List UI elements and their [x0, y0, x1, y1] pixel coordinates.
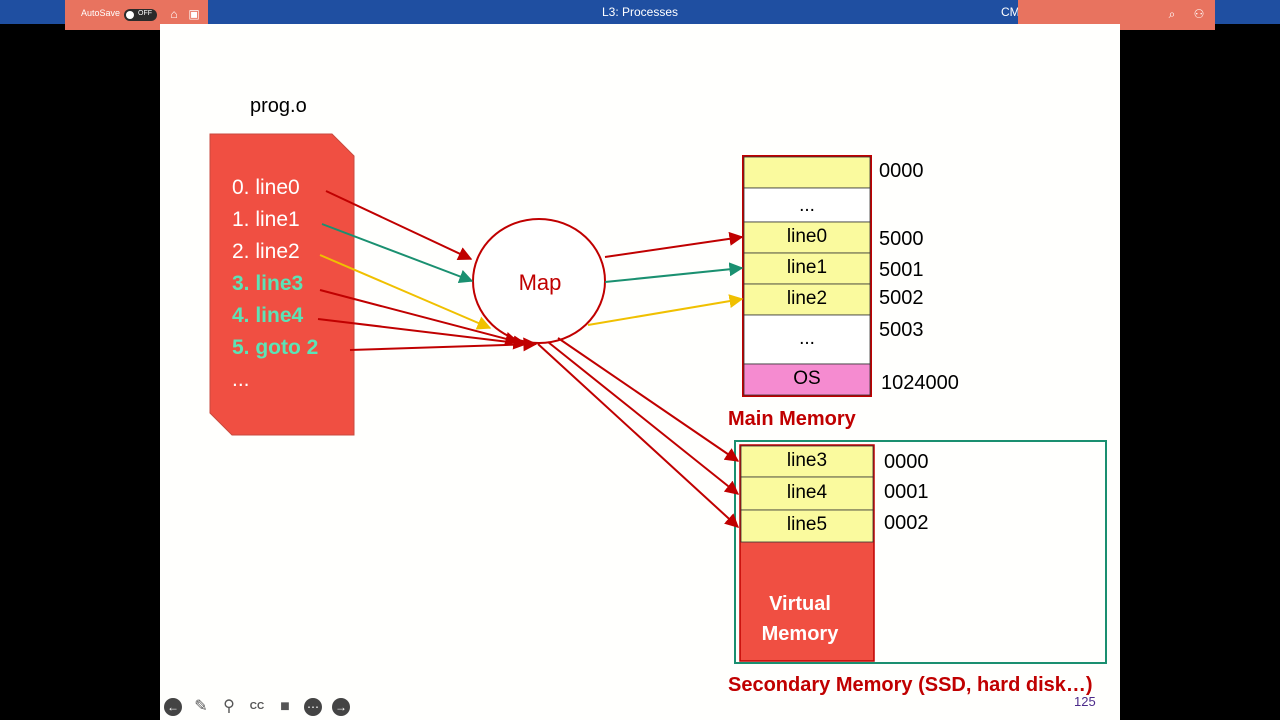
arrow-line4-to-map: [317, 318, 528, 350]
arrow-map-to-sm-line3: [557, 337, 740, 462]
cm-label: CM: [1001, 5, 1020, 19]
program-file-shape: [209, 133, 355, 436]
share-icon[interactable]: ⚇: [1193, 7, 1205, 21]
program-line-5: 5. goto 2: [232, 336, 319, 359]
main-memory-label: Main Memory: [728, 408, 856, 430]
program-line-0: 0. line0: [232, 176, 300, 199]
file-name-label: prog.o: [250, 95, 307, 117]
mm-cell-1: [743, 187, 871, 223]
arrow-map-to-line1: [604, 262, 744, 283]
document-title: L3: Processes: [601, 5, 679, 19]
captions-icon[interactable]: CC: [249, 701, 265, 712]
arrow-line3-to-map: [319, 289, 520, 346]
mm-cell-text-2: line0: [786, 226, 828, 247]
save-icon[interactable]: ▣: [188, 7, 200, 21]
program-line-3: 3. line3: [232, 272, 304, 295]
mm-cell-text-5: ...: [799, 328, 815, 349]
pen-icon[interactable]: ✎: [194, 698, 208, 715]
program-line-2: 2. line2: [232, 240, 300, 263]
sm-address-2: 0002: [884, 512, 929, 534]
more-icon[interactable]: ⋯: [304, 698, 322, 716]
arrow-line2-to-map: [319, 254, 492, 330]
zoom-icon[interactable]: ⚲: [223, 698, 235, 715]
sm-cell-2: [740, 509, 874, 543]
mm-address-0: 0000: [879, 160, 924, 182]
virtual-memory-line-1: Virtual: [769, 593, 831, 615]
mm-cell-3: [743, 252, 871, 285]
mm-cell-text-1: ...: [799, 195, 815, 216]
sm-cell-text-2: line5: [786, 514, 828, 535]
program-line-4: 4. line4: [232, 304, 304, 327]
mm-address-2: 5001: [879, 259, 924, 281]
diagram-graphics: [209, 133, 1107, 664]
mm-cell-text-3: line1: [786, 257, 828, 278]
toggle-knob: [126, 11, 134, 19]
mm-address-4: 5003: [879, 319, 924, 341]
secondary-memory-label: Secondary Memory (SSD, hard disk…): [728, 674, 1093, 696]
autosave-state: OFF: [138, 10, 152, 17]
sm-cell-text-1: line4: [786, 482, 828, 503]
back-icon[interactable]: ←: [164, 698, 182, 716]
forward-icon[interactable]: →: [332, 698, 350, 716]
mm-cell-4: [743, 283, 871, 316]
arrow-line5-to-map: [349, 337, 538, 352]
mm-cell-text-4: line2: [786, 288, 828, 309]
mm-cell-os: [743, 363, 871, 396]
arrow-map-to-sm-line5: [537, 343, 740, 528]
autosave-label: AutoSave: [81, 8, 121, 18]
mm-cell-0: [743, 156, 871, 189]
mm-address-3: 5002: [879, 287, 924, 309]
mm-address-1: 5000: [879, 228, 924, 250]
mm-cell-2: [743, 221, 871, 254]
arrow-map-to-sm-line4: [547, 341, 740, 495]
program-line-ellipsis: ...: [232, 368, 250, 391]
sm-address-0: 0000: [884, 451, 929, 473]
autosave-toggle[interactable]: OFF: [124, 9, 157, 21]
virtual-memory-label: Virtual Memory: [740, 589, 860, 649]
arrow-line0-to-map: [325, 190, 473, 260]
sm-cell-1: [740, 476, 874, 511]
video-icon[interactable]: ■: [280, 698, 290, 715]
secondary-memory-outline: [734, 440, 1107, 664]
sm-cell-0: [740, 445, 874, 478]
sm-cell-text-0: line3: [786, 450, 828, 471]
arrow-map-to-line0: [604, 231, 744, 258]
virtual-memory-line-2: Memory: [761, 623, 839, 645]
home-icon[interactable]: ⌂: [170, 7, 178, 21]
arrow-map-to-line2: [587, 294, 744, 326]
search-icon[interactable]: ⌕: [1168, 7, 1176, 21]
slide-number: 125: [1074, 694, 1096, 709]
slide-canvas: prog.o 0. line0 1. line1 2. line2 3. lin…: [160, 24, 1120, 720]
program-line-1: 1. line1: [232, 208, 300, 231]
map-label: Map: [518, 270, 562, 295]
mm-cell-text-os: OS: [793, 368, 821, 389]
sm-address-1: 0001: [884, 481, 929, 503]
mm-address-5: 1024000: [881, 372, 959, 394]
arrow-line1-to-map: [321, 223, 474, 284]
